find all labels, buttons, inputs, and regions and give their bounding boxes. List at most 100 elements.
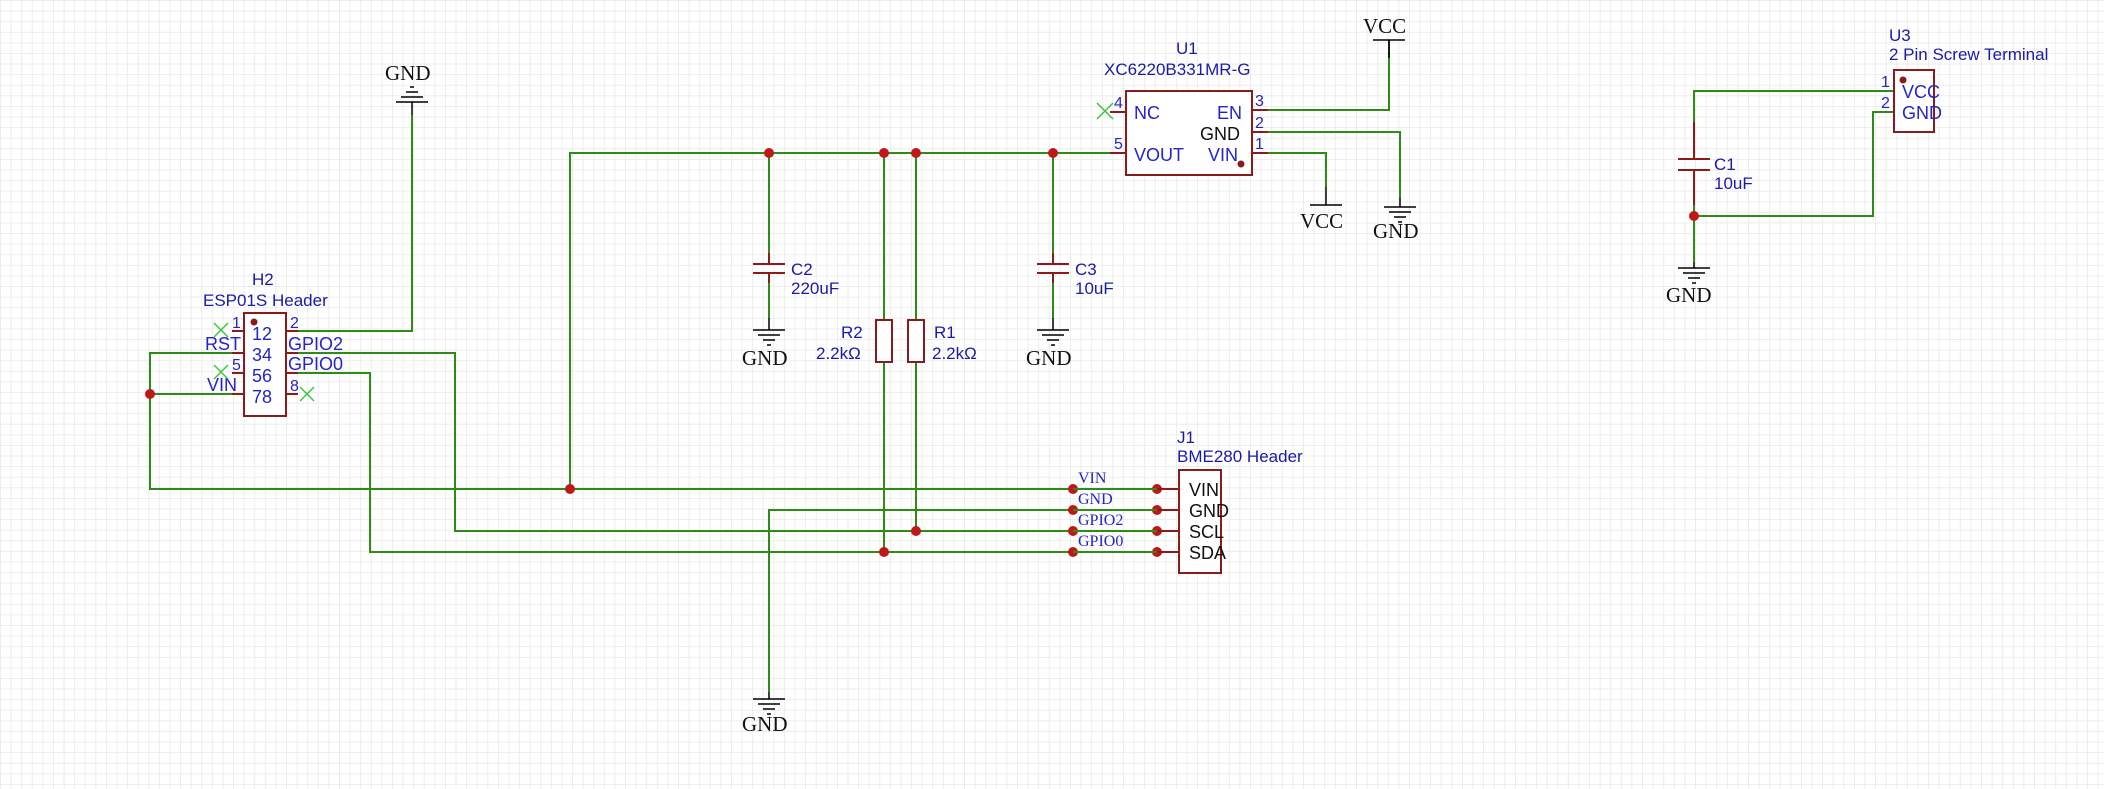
h2-ref: H2: [252, 270, 274, 289]
u3-pin1-num: 1: [1881, 74, 1890, 91]
h2-inner-56: 56: [252, 366, 272, 386]
h2-inner-12: 12: [252, 324, 272, 344]
h2-pin1-marker: [250, 318, 258, 326]
u3-value: 2 Pin Screw Terminal: [1889, 45, 2048, 64]
junction: [911, 148, 921, 158]
wire-rst-vin: [149, 352, 570, 490]
junction: [1689, 211, 1699, 221]
j1-pin-gnd: GND: [1189, 501, 1229, 521]
gnd-symbol: GND: [742, 318, 788, 370]
j1-pin-vin: VIN: [1189, 480, 1219, 500]
vcc-symbol: VCC: [1300, 187, 1343, 233]
h2-right-gpio0: GPIO0: [288, 354, 343, 374]
component-r2[interactable]: R2 2.2kΩ: [816, 319, 893, 363]
no-connect-marker: [213, 322, 229, 338]
gnd-label: GND: [1026, 346, 1072, 370]
wires: [149, 40, 1894, 692]
u1-pin5-num: 5: [1114, 136, 1123, 153]
wire-en-vcc: [1254, 40, 1390, 111]
vcc-symbol: VCC: [1363, 14, 1406, 58]
component-h2[interactable]: H2 ESP01S Header 12 34 56 78 1 RST 5 VIN…: [203, 270, 343, 417]
h2-value: ESP01S Header: [203, 291, 328, 310]
r1-value: 2.2kΩ: [932, 344, 977, 363]
component-c3[interactable]: C3 10uF: [1037, 253, 1114, 298]
c3-value: 10uF: [1075, 279, 1114, 298]
no-connect-marker: [213, 364, 229, 380]
component-c2[interactable]: C2 220uF: [753, 253, 839, 298]
no-connect-marker: [1096, 102, 1114, 120]
component-j1[interactable]: J1 BME280 Header VIN GND SCL SDA VIN GND…: [1073, 428, 1303, 574]
r2-ref: R2: [841, 323, 863, 342]
c3-ref: C3: [1075, 260, 1097, 279]
u3-pin2-num: 2: [1881, 95, 1890, 112]
h2-inner-78: 78: [252, 387, 272, 407]
c2-value: 220uF: [791, 279, 839, 298]
u1-pin1-marker: [1237, 160, 1245, 168]
net-label-vin: VIN: [1078, 470, 1107, 487]
u1-body: [1125, 90, 1253, 176]
u1-pin4-num: 4: [1114, 95, 1123, 112]
wire-vout-rail: [569, 152, 1110, 490]
junction: [879, 148, 889, 158]
junction: [764, 148, 774, 158]
gnd-label: GND: [742, 346, 788, 370]
wire-u3-gnd: [1694, 111, 1894, 217]
wire-j1-gnd: [768, 509, 1070, 692]
j1-pin-sda: SDA: [1189, 543, 1226, 563]
h2-right-pin8-num: 8: [290, 378, 299, 395]
c2-ref: C2: [791, 260, 813, 279]
gnd-symbol: GND: [742, 692, 788, 736]
wire-h2-gnd: [286, 115, 413, 332]
r2-value: 2.2kΩ: [816, 344, 861, 363]
wire-gpio0: [286, 372, 1070, 553]
gnd-label: GND: [1373, 219, 1419, 243]
component-u3[interactable]: U3 2 Pin Screw Terminal 1 2 VCC GND: [1881, 26, 2048, 133]
net-label-gnd: GND: [1078, 491, 1113, 508]
junction: [911, 526, 921, 536]
no-connect-marker: [299, 386, 315, 402]
component-c1[interactable]: C1 10uF: [1678, 122, 1753, 205]
wire-u1-vin: [1254, 152, 1327, 187]
gnd-symbol: GND: [385, 61, 431, 115]
u3-pin1-marker: [1899, 76, 1907, 84]
wire-u3-vcc: [1693, 90, 1894, 155]
r2-body: [875, 319, 893, 363]
h2-right-pin2-num: 2: [290, 315, 299, 332]
u1-value: XC6220B331MR-G: [1104, 60, 1250, 79]
h2-left-pin1-num: 1: [232, 315, 241, 332]
u1-pin-en: EN: [1217, 103, 1242, 123]
u1-pin1-num: 1: [1255, 136, 1264, 153]
u1-pin3-num: 3: [1255, 93, 1264, 110]
junction: [565, 484, 575, 494]
net-label-gpio2: GPIO2: [1078, 512, 1123, 529]
u1-pin-vin: VIN: [1208, 145, 1238, 165]
junction: [145, 389, 155, 399]
j1-body: [1178, 469, 1222, 574]
gnd-symbol: GND: [1026, 318, 1072, 370]
component-r1[interactable]: R1 2.2kΩ: [907, 319, 977, 363]
h2-right-gpio2: GPIO2: [288, 334, 343, 354]
gnd-symbol: GND: [1373, 198, 1419, 243]
vcc-label: VCC: [1300, 209, 1343, 233]
h2-left-vin: VIN: [207, 375, 237, 395]
net-label-gpio0: GPIO0: [1078, 533, 1123, 550]
j1-ref: J1: [1177, 428, 1195, 447]
vcc-label: VCC: [1363, 14, 1406, 38]
junction: [1048, 148, 1058, 158]
u1-pin2-num: 2: [1255, 115, 1264, 132]
h2-inner-34: 34: [252, 345, 272, 365]
j1-value: BME280 Header: [1177, 447, 1303, 466]
u3-pin-gnd: GND: [1902, 103, 1942, 123]
h2-left-pin5-num: 5: [232, 357, 241, 374]
u1-pin-nc: NC: [1134, 103, 1160, 123]
gnd-label: GND: [385, 61, 431, 85]
wire-gpio2: [286, 352, 1070, 532]
h2-body: [243, 312, 287, 417]
component-u1[interactable]: U1 XC6220B331MR-G 4 NC 5 VOUT 3 EN 2 GND…: [1096, 39, 1268, 176]
j1-pin-scl: SCL: [1189, 522, 1224, 542]
wire-u1-gnd: [1254, 131, 1401, 198]
junction: [879, 547, 889, 557]
r1-ref: R1: [934, 323, 956, 342]
